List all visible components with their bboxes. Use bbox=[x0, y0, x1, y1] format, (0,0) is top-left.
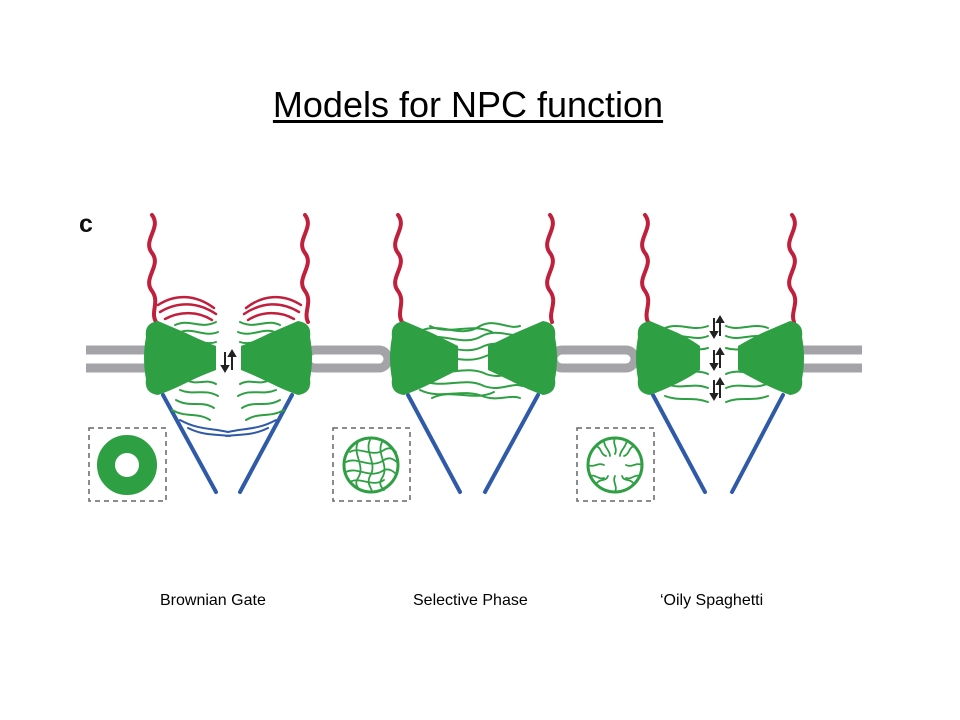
cytoplasmic-filaments bbox=[147, 213, 798, 324]
panel-letter: c bbox=[79, 210, 93, 238]
basket-filament bbox=[651, 393, 707, 494]
npc-scaffolds bbox=[144, 321, 804, 395]
inset-oily-cross-section bbox=[576, 427, 655, 502]
red-filament bbox=[640, 213, 651, 324]
model-label-brownian-gate: Brownian Gate bbox=[160, 592, 266, 609]
scaffold-body bbox=[488, 321, 557, 395]
red-filament bbox=[147, 213, 158, 324]
basket-filament bbox=[730, 393, 785, 494]
basket-filament bbox=[161, 393, 218, 494]
membrane-segment-1 bbox=[301, 345, 393, 373]
brownian-red-strands bbox=[156, 295, 303, 322]
basket-filament bbox=[483, 393, 540, 494]
model-label-oily-spaghetti: ‘Oily Spaghetti bbox=[660, 592, 764, 609]
scaffold-body bbox=[390, 321, 458, 395]
bidirectional-arrow-icon bbox=[709, 315, 725, 339]
nuclear-basket bbox=[161, 393, 785, 494]
scaffold-body bbox=[144, 321, 216, 395]
basket-filament bbox=[406, 393, 462, 494]
red-filament bbox=[545, 213, 556, 324]
red-filament bbox=[393, 213, 404, 324]
scaffold-body bbox=[738, 321, 804, 395]
red-filament bbox=[787, 213, 798, 324]
scaffold-body bbox=[636, 321, 700, 395]
slide-title: Models for NPC function bbox=[272, 84, 664, 125]
model-label-selective-phase: Selective Phase bbox=[413, 592, 528, 609]
membrane-segment-2 bbox=[548, 345, 640, 373]
bidirectional-arrow-icon bbox=[220, 349, 237, 373]
scaffold-body bbox=[241, 321, 312, 395]
bidirectional-arrow-icon bbox=[709, 377, 725, 401]
red-filament bbox=[300, 213, 311, 324]
bidirectional-arrow-icon bbox=[709, 347, 725, 371]
transport-arrows bbox=[220, 315, 725, 401]
brownian-blue-strands bbox=[179, 419, 277, 437]
inset-selective-cross-section bbox=[332, 427, 411, 502]
inset-brownian-cross-section bbox=[88, 427, 167, 502]
